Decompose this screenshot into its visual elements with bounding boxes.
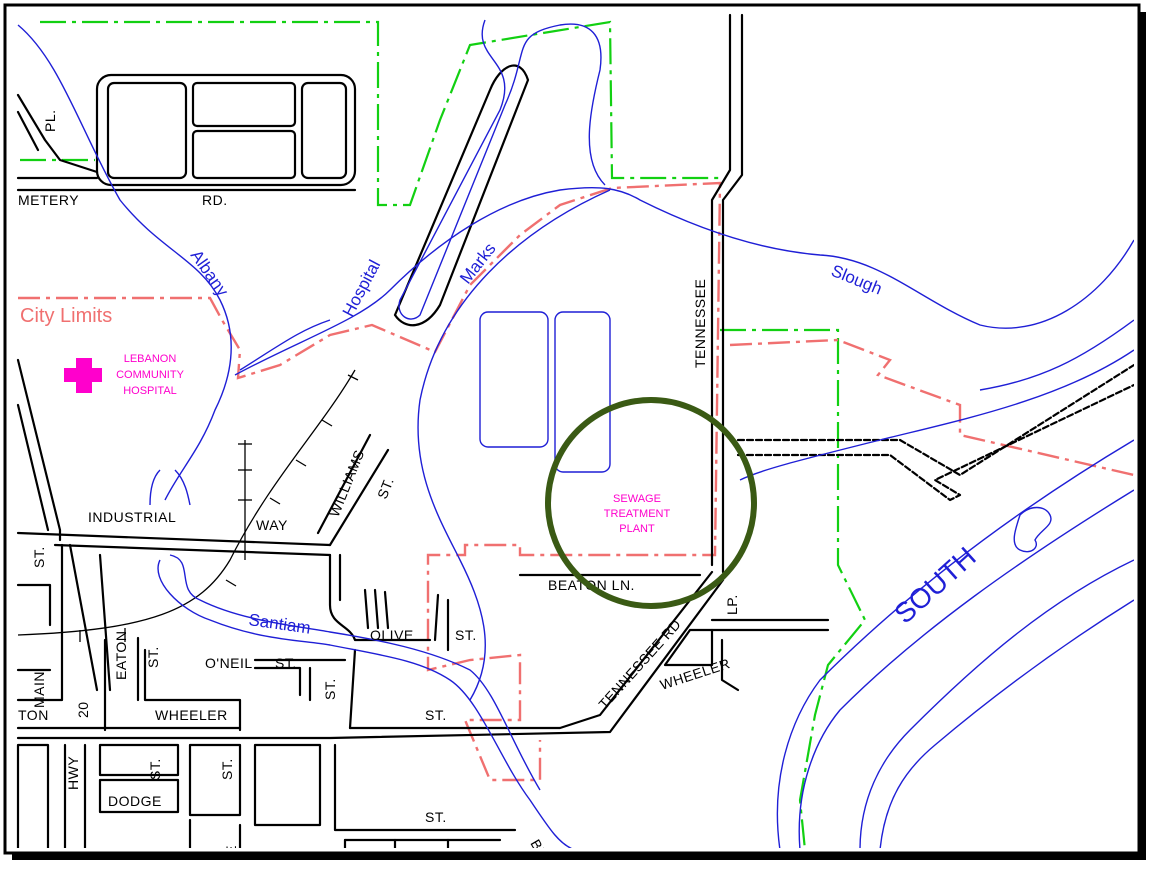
road-network (16, 13, 1134, 848)
hospital-marker: LEBANON COMMUNITY HOSPITAL (64, 353, 185, 397)
label-e-cut: E (223, 845, 239, 855)
label-pl: PL. (42, 109, 58, 132)
label-industrial: INDUSTRIAL (88, 509, 176, 525)
label-cemetery-rd: METERY (18, 192, 79, 208)
green-boundary (20, 20, 867, 848)
label-eaton: EATON (113, 631, 129, 680)
frame-border (3, 3, 1141, 855)
label-olive: OLIVE (370, 627, 414, 643)
label-ton: TON (18, 707, 49, 723)
label-oneil-st: ST. (275, 655, 297, 671)
label-way: WAY (256, 517, 288, 533)
label-st-dodge1: ST. (147, 758, 163, 780)
label-tennessee: TENNESSEE (692, 279, 708, 368)
map-canvas: PL. METERY RD. INDUSTRIAL WAY WILLIAMS S… (16, 13, 1134, 863)
label-hwy-20: 20 (75, 701, 91, 718)
label-st-dodge2: ST. (219, 758, 235, 780)
label-hwy: HWY (65, 756, 81, 790)
label-cemetery-rd-suffix: RD. (202, 192, 228, 208)
street-labels: PL. METERY RD. INDUSTRIAL WAY WILLIAMS S… (18, 109, 740, 863)
label-st-vertical: ST. (322, 678, 338, 700)
label-eaton-st: ST. (145, 646, 161, 668)
label-oneil: O'NEIL (205, 655, 253, 671)
label-hospital-name-1: LEBANON (124, 353, 177, 365)
sewage-plant-marker: SEWAGE TREATMENT PLANT (545, 397, 757, 609)
label-plant-2: TREATMENT (604, 508, 671, 520)
label-williams-st: ST. (374, 475, 397, 501)
railroad (17, 369, 359, 642)
label-plant-3: PLANT (619, 523, 655, 535)
label-dodge: DODGE (108, 793, 162, 809)
label-hospital-name-3: HOSPITAL (123, 385, 177, 397)
label-wheeler-st: ST. (425, 707, 447, 723)
label-st-bottom: ST. (425, 809, 447, 825)
label-wheeler: WHEELER (155, 707, 228, 723)
label-main: MAIN (31, 671, 47, 708)
label-plant-1: SEWAGE (613, 493, 661, 505)
label-olive-st: ST. (455, 627, 477, 643)
label-hospital-name-2: COMMUNITY (116, 369, 184, 381)
label-st-left: ST. (31, 546, 47, 568)
label-lp: LP. (724, 594, 740, 615)
waterways (17, 19, 1134, 848)
hospital-cross-icon (64, 358, 102, 393)
label-br: BR (527, 837, 551, 863)
label-city-limits: City Limits (20, 305, 112, 327)
plant-highlight-circle (545, 397, 757, 609)
city-limits-boundary (18, 181, 1134, 782)
